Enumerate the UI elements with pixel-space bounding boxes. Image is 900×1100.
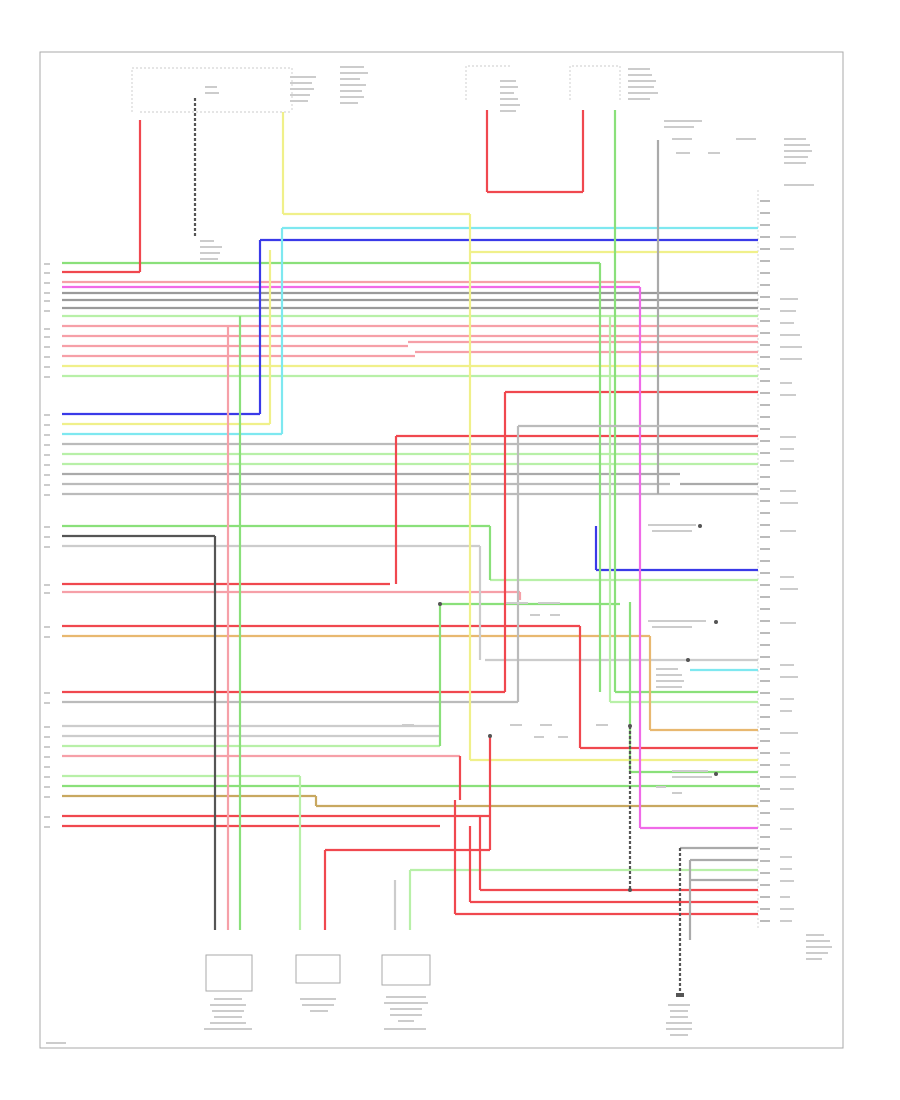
component-labels-top <box>200 66 756 260</box>
diagram-frame <box>39 51 844 1049</box>
right-pin-labels <box>760 200 770 922</box>
splice-points <box>438 524 718 892</box>
ground-icon <box>676 993 684 997</box>
left-pin-numbers <box>44 263 50 828</box>
top-left-connector <box>131 67 293 113</box>
component-right <box>381 954 431 986</box>
component-middle <box>295 954 341 984</box>
component-left <box>205 954 253 992</box>
top-right-label <box>784 138 814 186</box>
right-signal-labels <box>780 236 802 922</box>
top-mid-connector <box>465 65 621 100</box>
wire-bundle-horizontal <box>62 212 760 916</box>
wire-bundle-vertical <box>138 98 758 995</box>
component-labels-bottom <box>46 996 692 1044</box>
ecm-label <box>806 934 832 960</box>
inline-labels <box>402 524 712 794</box>
